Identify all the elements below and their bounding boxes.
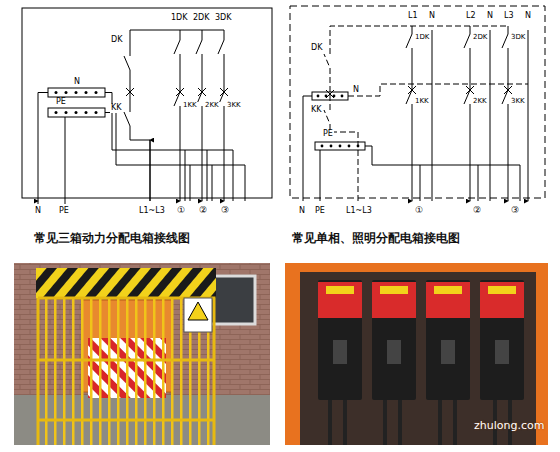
switch-label: 1DK: [170, 14, 189, 23]
photo-open-panel: [285, 263, 548, 445]
left-schematic: [22, 8, 272, 204]
neutral-label: N: [428, 12, 436, 21]
phase-label: L2: [465, 12, 477, 21]
n-bar: [48, 88, 105, 97]
box-frame: [22, 8, 272, 198]
switch-label: 2DK: [192, 14, 211, 23]
switch-label: 2KK: [472, 98, 488, 106]
switch-label: 3KK: [510, 98, 526, 106]
box-frame-dashed: [290, 6, 545, 198]
switch-label: 1KK: [414, 98, 430, 106]
neutral-label: N: [486, 12, 494, 21]
terminal-label: PE: [58, 207, 70, 216]
switch-label: 2KK: [204, 102, 220, 110]
switch-label: 3DK: [214, 14, 233, 23]
phase-label: L1: [407, 12, 419, 21]
terminal-label: N: [298, 207, 306, 216]
switch-label: DK: [110, 36, 123, 45]
pe-bar: [48, 108, 105, 117]
terminal-label: N: [34, 207, 42, 216]
bar-label: PE: [322, 130, 334, 139]
caption: 常见单相、照明分配电箱接电图: [292, 232, 460, 245]
switch-label: 3DK: [510, 34, 526, 42]
phase-label: L3: [503, 12, 515, 21]
photo-cage-box: [14, 263, 270, 445]
caption: 常见三箱动力分配电箱接线图: [34, 232, 190, 245]
switch-label: KK: [110, 104, 123, 113]
right-schematic: [290, 6, 545, 201]
circuit-number: ③: [220, 206, 230, 216]
bar-label: PE: [55, 98, 67, 107]
switch-label: DK: [310, 44, 323, 53]
switch-label: KK: [310, 106, 323, 115]
switch-label: 1DK: [414, 34, 430, 42]
terminal-label: PE: [314, 207, 326, 216]
switch-label: 3KK: [226, 102, 242, 110]
circuit-number: ②: [198, 206, 208, 216]
terminal-label: L1~L3: [138, 207, 166, 216]
switch-label: 2DK: [472, 34, 488, 42]
terminal-label: L1~L3: [345, 207, 373, 216]
circuit-number: ③: [510, 206, 520, 216]
bar-label: N: [73, 78, 81, 87]
circuit-number: ②: [472, 206, 482, 216]
watermark: zhulong.com: [474, 420, 544, 432]
circuit-number: ①: [176, 206, 186, 216]
switch-label: 1KK: [182, 102, 198, 110]
bar-label: N: [352, 86, 360, 95]
circuit-number: ①: [414, 206, 424, 216]
neutral-label: N: [524, 12, 532, 21]
